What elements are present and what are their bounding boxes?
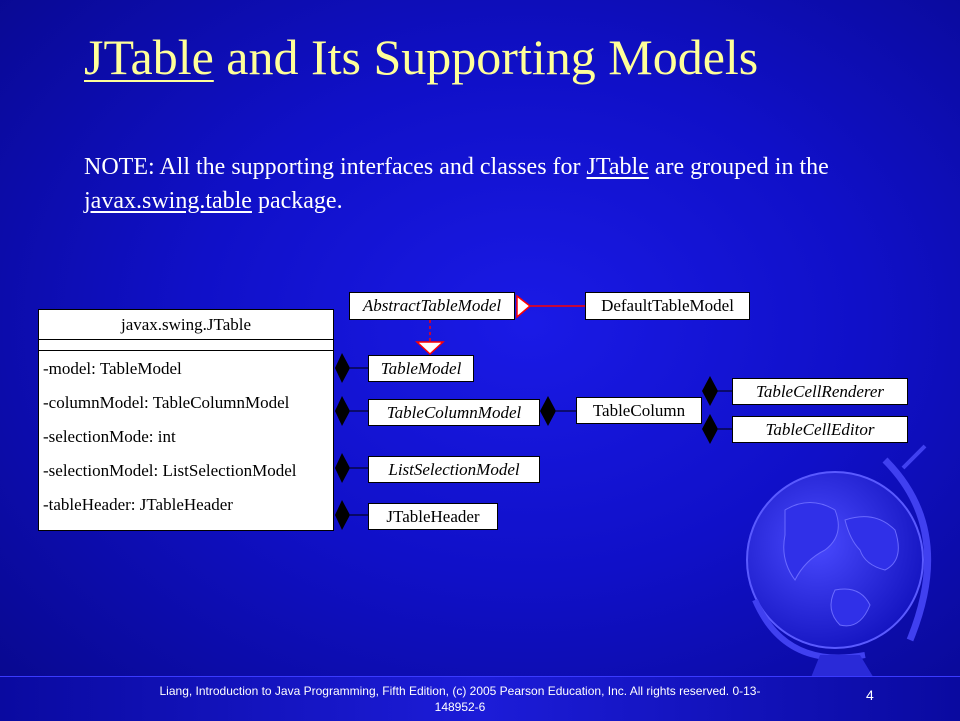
note-jtable-link[interactable]: JTable [586, 154, 649, 180]
table-cell-editor-box: TableCellEditor [732, 416, 908, 443]
attr-table-header: -tableHeader: JTableHeader [43, 495, 233, 514]
diamond-columnmodel [335, 396, 350, 426]
default-table-model-box: DefaultTableModel [585, 292, 750, 320]
jtable-class-name: javax.swing.JTable [39, 310, 333, 340]
jtable-header-box: JTableHeader [368, 503, 498, 530]
note-text: NOTE: All the supporting interfaces and … [84, 150, 904, 218]
globe-icon [746, 444, 932, 680]
table-column-model-box: TableColumnModel [368, 399, 540, 426]
table-model-box: TableModel [368, 355, 474, 382]
attr-model: -model: TableModel [43, 359, 182, 378]
note-suffix: package. [251, 188, 343, 214]
generalization-arrowhead [516, 294, 532, 319]
class-attr-separator [39, 340, 333, 351]
diamond-model [335, 353, 350, 383]
jtable-class-box: javax.swing.JTable -model: TableModel -c… [38, 309, 334, 531]
slide-footer: Liang, Introduction to Java Programming,… [0, 676, 960, 721]
diamond-renderer [702, 376, 718, 406]
diamond-editor [702, 414, 718, 444]
title-jtable-link[interactable]: JTable [84, 29, 214, 85]
note-middle: are grouped in the [648, 154, 829, 180]
footer-copyright: Liang, Introduction to Java Programming,… [159, 684, 761, 714]
diamond-selectionmodel [335, 453, 350, 483]
note-prefix: NOTE: All the supporting interfaces and … [84, 154, 587, 180]
attr-column-model: -columnModel: TableColumnModel [43, 393, 290, 412]
table-cell-renderer-box: TableCellRenderer [732, 378, 908, 405]
diamond-header [335, 500, 350, 530]
realization-arrowhead [415, 341, 445, 356]
table-column-box: TableColumn [576, 397, 702, 424]
note-package-link[interactable]: javax.swing.table [84, 188, 252, 214]
title-rest: and Its Supporting Models [213, 29, 759, 85]
diamond-tablecolumn [540, 396, 556, 426]
abstract-table-model-box: AbstractTableModel [349, 292, 515, 320]
slide-title: JTable and Its Supporting Models [84, 28, 934, 86]
attr-selection-mode: -selectionMode: int [43, 427, 176, 446]
list-selection-model-box: ListSelectionModel [368, 456, 540, 483]
page-number: 4 [866, 687, 874, 703]
attr-selection-model: -selectionModel: ListSelectionModel [43, 461, 297, 480]
